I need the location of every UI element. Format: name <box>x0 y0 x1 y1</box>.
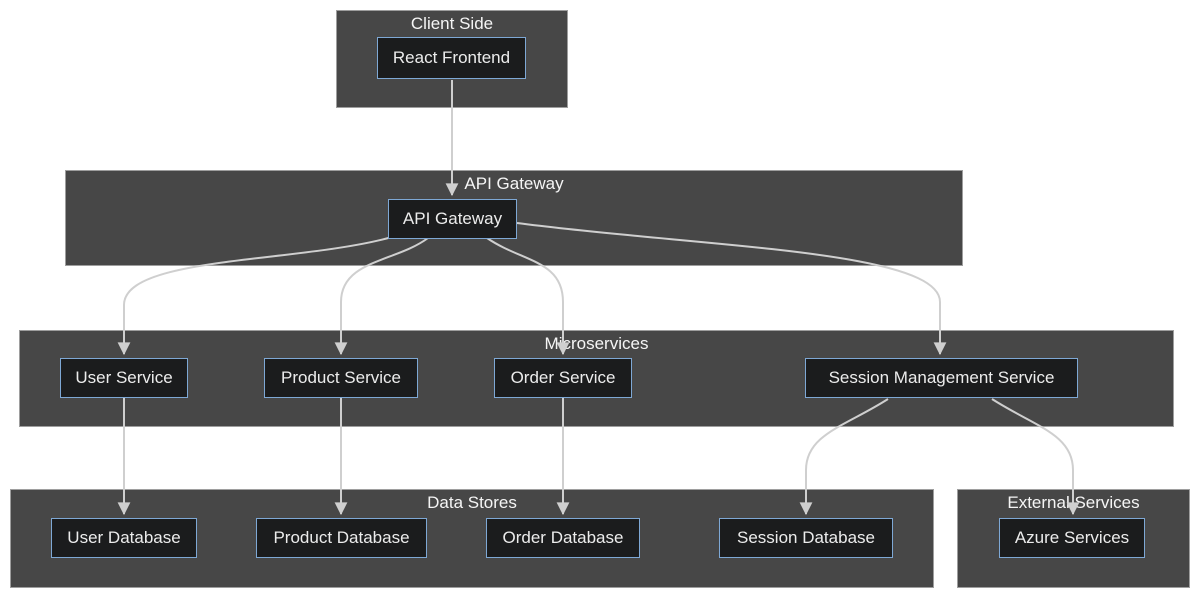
node-user-database: User Database <box>51 518 197 558</box>
node-session-management-service-label: Session Management Service <box>828 368 1055 387</box>
node-user-database-label: User Database <box>67 528 181 547</box>
cluster-api-gateway-label: API Gateway <box>464 174 564 193</box>
node-user-service-label: User Service <box>75 368 173 387</box>
node-product-database-label: Product Database <box>273 528 410 547</box>
node-session-management-service: Session Management Service <box>805 358 1078 398</box>
node-product-database: Product Database <box>256 518 427 558</box>
node-api-gateway: API Gateway <box>388 199 517 239</box>
node-order-database-label: Order Database <box>502 528 624 547</box>
node-order-service-label: Order Service <box>510 368 616 387</box>
node-product-service: Product Service <box>264 358 418 398</box>
cluster-client-side-label: Client Side <box>410 14 494 33</box>
node-azure-services: Azure Services <box>999 518 1145 558</box>
node-order-database: Order Database <box>486 518 640 558</box>
cluster-external-services-label: External Services <box>1007 493 1140 512</box>
node-product-service-label: Product Service <box>281 368 401 387</box>
node-azure-services-label: Azure Services <box>1014 528 1130 547</box>
node-react-frontend-label: React Frontend <box>392 48 511 67</box>
cluster-data-stores-label: Data Stores <box>427 493 517 512</box>
cluster-microservices-label: Microservices <box>544 334 649 353</box>
node-session-database: Session Database <box>719 518 893 558</box>
node-api-gateway-label: API Gateway <box>402 209 503 228</box>
node-order-service: Order Service <box>494 358 632 398</box>
node-react-frontend: React Frontend <box>377 37 526 79</box>
node-user-service: User Service <box>60 358 188 398</box>
node-session-database-label: Session Database <box>737 528 875 547</box>
